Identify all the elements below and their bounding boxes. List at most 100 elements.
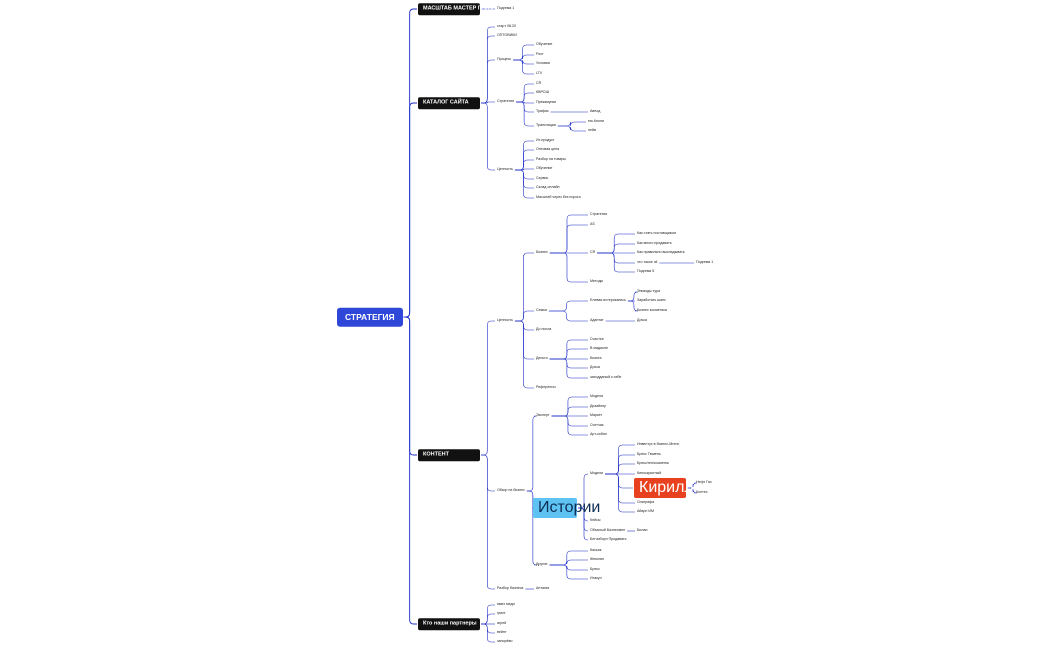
branch-node-m1[interactable]: МАСШТАБ МАСТЕР ГРУППА xyxy=(418,3,500,15)
topic-node-c4d[interactable]: Трафик xyxy=(536,109,549,114)
topic-node-c4e1[interactable]: ею-Кнопи xyxy=(588,119,604,124)
topic-node-m4b[interactable]: гринг xyxy=(497,611,506,616)
topic-node-k2b1f[interactable]: Олиграфа xyxy=(637,500,655,505)
topic-node-k1b1b[interactable]: Заработать шанс xyxy=(637,298,666,303)
topic-node-k2a5[interactable]: Арт-кобан xyxy=(590,432,607,437)
topic-node-k2a4[interactable]: Счетчик xyxy=(590,423,604,428)
connector-r-m3 xyxy=(403,316,417,456)
topic-node-k2b3[interactable]: Обычный Бизнесмен xyxy=(590,528,626,533)
topic-node-k2b1b[interactable]: Брекс Тюмень xyxy=(637,452,661,457)
connector-k1a-k1a4 xyxy=(549,252,588,283)
topic-node-k2a3[interactable]: Маркет xyxy=(590,413,603,418)
topic-node-c4c[interactable]: Прекамупки xyxy=(536,100,557,105)
topic-node-c4e[interactable]: Трансляция xyxy=(536,123,556,128)
topic-node-k1b[interactable]: Семья xyxy=(536,308,547,313)
branch-node-m3[interactable]: КОНТЕНТ xyxy=(418,449,480,461)
topic-node-k2c3[interactable]: Брекс xyxy=(590,567,600,572)
topic-node-k1b2[interactable]: Адаптат xyxy=(590,318,604,323)
topic-node-k1a2[interactable]: AS xyxy=(590,222,595,227)
topic-node-k1a[interactable]: Бизнес xyxy=(536,250,548,255)
connector-m3-k1 xyxy=(481,320,495,456)
topic-node-k2b1a[interactable]: Инвентус в бизнес-Мгенс xyxy=(637,442,680,447)
topic-node-k1a3d[interactable]: что такое oll xyxy=(637,260,658,265)
topic-node-c3[interactable]: Процесс xyxy=(497,57,512,62)
topic-node-k2c2[interactable]: Жемлан xyxy=(590,557,604,562)
topic-node-k1[interactable]: Ценность xyxy=(497,318,513,323)
topic-node-c4b[interactable]: КВРОШ xyxy=(536,90,549,95)
topic-node-c2[interactable]: ОПТОВИКИ xyxy=(497,33,517,38)
topic-node-k1b1c[interactable]: Бизнес косметика xyxy=(637,308,667,313)
topic-node-k1b2a[interactable]: Дочка xyxy=(637,318,647,323)
topic-node-k2b3a[interactable]: Билан xyxy=(637,528,648,533)
topic-node-c4a[interactable]: CR xyxy=(536,81,542,86)
topic-node-k1a3a[interactable]: Как стать поставщиком xyxy=(637,231,676,236)
topic-node-k2b4[interactable]: Бегчиборн Продавать xyxy=(590,537,627,542)
topic-node-k1a3d1[interactable]: Подгема 1 xyxy=(696,260,714,265)
topic-node-c5g[interactable]: Масштаб через без порога xyxy=(536,195,581,200)
topic-node-k1a3[interactable]: CR xyxy=(590,250,596,255)
branch-node-m4[interactable]: Кто наши партнеры xyxy=(418,618,480,630)
topic-node-c5[interactable]: Ценность xyxy=(497,167,513,172)
topic-node-k1a3e[interactable]: Подгема 5 xyxy=(637,269,655,274)
topic-node-k1d5[interactable]: заходданый к себе xyxy=(590,375,622,380)
topic-node-k2b2[interactable]: Кейсы xyxy=(590,518,601,523)
topic-node-c4e2[interactable]: нейв xyxy=(588,128,596,133)
topic-node-k2b1[interactable]: Модели xyxy=(590,471,604,476)
topic-node-k1b1a[interactable]: Эпизоды тура xyxy=(637,289,661,294)
topic-node-k2a1[interactable]: Модели xyxy=(590,394,604,399)
topic-node-c3b[interactable]: Рост xyxy=(536,52,544,57)
topic-node-c5b[interactable]: Оптовая цена xyxy=(536,147,560,152)
topic-node-c3c[interactable]: Условия xyxy=(536,61,550,66)
topic-node-k2[interactable]: Обзор на бизнес xyxy=(497,488,525,493)
topic-node-k3[interactable]: Разбор бизнеса xyxy=(497,586,524,591)
topic-node-c5d[interactable]: Обучение xyxy=(536,166,553,171)
topic-node-m4c[interactable]: агрей xyxy=(497,621,507,626)
topic-node-k1a4[interactable]: Методы xyxy=(590,279,604,284)
topic-node-k1a3c[interactable]: Как правильно выкладывать xyxy=(637,250,685,255)
branch-node-m2[interactable]: КАТАЛОГ САЙТА xyxy=(418,97,480,109)
connector-k2-k2a xyxy=(526,415,537,492)
topic-node-k1d3[interactable]: Бизота xyxy=(590,356,602,361)
topic-node-k2b1e1[interactable]: Нефт Газ xyxy=(696,480,712,485)
topic-node-c3a[interactable]: Обучение xyxy=(536,42,553,47)
topic-node-k1b1[interactable]: Елевая истерозапись xyxy=(590,298,626,303)
connector-c3-c3d xyxy=(513,59,534,75)
topic-node-k1c[interactable]: До посла xyxy=(536,327,552,332)
topic-node-c5c[interactable]: Разбор на товары xyxy=(536,157,566,162)
topic-node-k1a3b[interactable]: Как много продавать xyxy=(637,241,672,246)
topic-node-k2b[interactable]: Истории xyxy=(533,498,600,518)
topic-node-c3d[interactable]: LTV xyxy=(536,71,543,76)
topic-node-k2c1[interactable]: Касьяк xyxy=(590,548,602,553)
topic-node-c5f[interactable]: Склад онлайн xyxy=(536,185,560,190)
topic-node-k1e[interactable]: Референсы xyxy=(536,385,556,390)
topic-node-k2b1e2[interactable]: Колтес xyxy=(696,490,708,495)
topic-node-k1d1[interactable]: Счастье xyxy=(590,337,604,342)
topic-node-k2a2[interactable]: Дизайнер xyxy=(590,404,607,409)
topic-node-k2b1c[interactable]: Брекс/ген/косметик xyxy=(637,461,669,466)
topic-node-k2b1e[interactable]: Кирилл Козлов xyxy=(634,478,750,498)
topic-node-k1d[interactable]: Деньги xyxy=(536,356,548,361)
connector-m2-c3 xyxy=(481,59,495,104)
topic-node-c4[interactable]: Стратегия xyxy=(497,99,515,104)
topic-node-m4d[interactable]: вейнт xyxy=(497,630,507,635)
topic-node-k1d2[interactable]: В мадиоле xyxy=(590,346,608,351)
topic-node-c5a[interactable]: Ит-продукт xyxy=(536,138,555,143)
topic-node-c5e[interactable]: Сервис xyxy=(536,176,549,181)
topic-node-k2a[interactable]: Эксперт xyxy=(536,413,550,418)
topic-node-c4d1[interactable]: Авнод xyxy=(590,109,601,114)
root-node[interactable]: СТРАТЕГИЯ xyxy=(337,307,403,327)
topic-node-m1a[interactable]: Подгема 1 xyxy=(497,6,515,11)
connector-c5-c5e xyxy=(514,169,534,180)
topic-node-k3a[interactable]: Антагия xyxy=(536,586,550,591)
topic-node-m4e[interactable]: запорёво xyxy=(497,639,513,644)
connector-k2c-k2c3 xyxy=(549,564,588,571)
topic-node-k2b1g[interactable]: Айарн ИМ xyxy=(637,509,654,514)
topic-node-k2c[interactable]: Другие xyxy=(536,562,548,567)
topic-node-m4a[interactable]: ямех меди xyxy=(497,602,515,607)
topic-node-k1a1[interactable]: Стратегия xyxy=(590,212,608,217)
topic-node-k2b1d[interactable]: Киноскрытный xyxy=(637,471,662,476)
topic-node-k1d4[interactable]: Дочка xyxy=(590,365,600,370)
topic-node-c1[interactable]: старт 08.20 xyxy=(497,24,516,29)
topic-node-k2c4[interactable]: Итакун xyxy=(590,576,602,581)
